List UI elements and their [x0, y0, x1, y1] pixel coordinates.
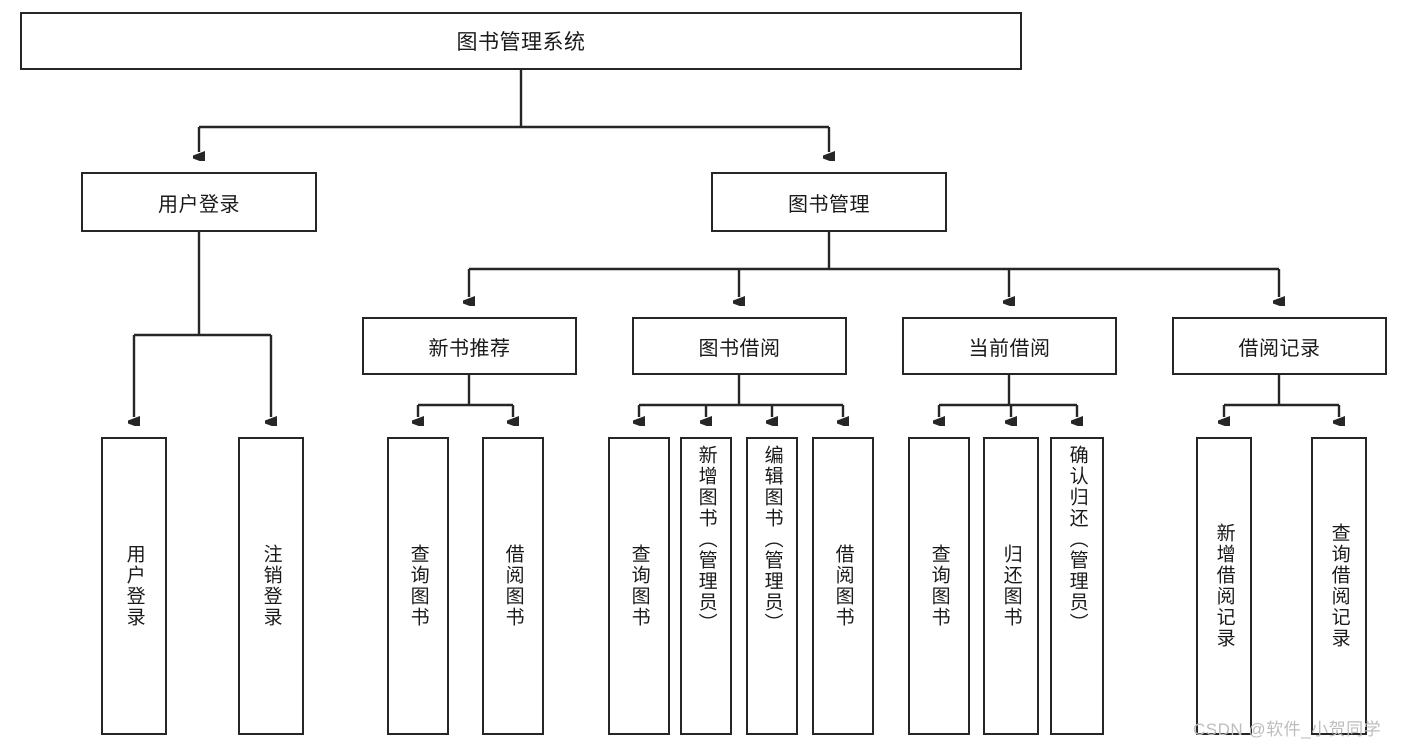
- node-leaf-borrow-book-2[interactable]: 借阅图书: [812, 437, 874, 735]
- node-leaf-query-borrow-record[interactable]: 查询借阅记录: [1311, 437, 1367, 735]
- node-current-borrow-label: 当前借阅: [968, 337, 1051, 360]
- node-root[interactable]: 图书管理系统: [20, 12, 1022, 70]
- node-leaf-query-book-2[interactable]: 查询图书: [608, 437, 670, 735]
- node-borrow-record-label: 借阅记录: [1238, 337, 1321, 360]
- node-leaf-add-borrow-record-label: 新增借阅记录: [1213, 523, 1235, 649]
- node-user-login[interactable]: 用户登录: [81, 172, 317, 232]
- node-leaf-query-book-1[interactable]: 查询图书: [387, 437, 449, 735]
- node-root-label: 图书管理系统: [456, 31, 586, 54]
- node-leaf-edit-book-admin-label: 编辑图书（管理员）: [761, 445, 783, 634]
- node-leaf-confirm-return-admin-label: 确认归还（管理员）: [1066, 445, 1088, 634]
- node-current-borrow[interactable]: 当前借阅: [902, 317, 1117, 375]
- node-leaf-query-book-2-label: 查询图书: [628, 544, 650, 628]
- node-book-management-label: 图书管理: [788, 193, 870, 216]
- node-leaf-borrow-book-1-label: 借阅图书: [502, 544, 524, 628]
- node-leaf-return-book[interactable]: 归还图书: [983, 437, 1039, 735]
- node-leaf-user-login[interactable]: 用户登录: [101, 437, 167, 735]
- node-leaf-borrow-book-1[interactable]: 借阅图书: [482, 437, 544, 735]
- node-leaf-user-login-label: 用户登录: [123, 544, 145, 628]
- node-leaf-query-book-1-label: 查询图书: [407, 544, 429, 628]
- node-user-login-label: 用户登录: [158, 193, 240, 216]
- node-leaf-add-borrow-record[interactable]: 新增借阅记录: [1196, 437, 1252, 735]
- node-new-book-recommend[interactable]: 新书推荐: [362, 317, 577, 375]
- node-leaf-query-borrow-record-label: 查询借阅记录: [1328, 523, 1350, 649]
- node-leaf-query-book-3-label: 查询图书: [928, 544, 950, 628]
- node-leaf-add-book-admin[interactable]: 新增图书（管理员）: [680, 437, 732, 735]
- node-leaf-edit-book-admin[interactable]: 编辑图书（管理员）: [746, 437, 798, 735]
- node-leaf-user-logout-label: 注销登录: [260, 544, 282, 628]
- node-leaf-confirm-return-admin[interactable]: 确认归还（管理员）: [1050, 437, 1104, 735]
- node-borrow-record[interactable]: 借阅记录: [1172, 317, 1387, 375]
- node-leaf-borrow-book-2-label: 借阅图书: [832, 544, 854, 628]
- node-leaf-user-logout[interactable]: 注销登录: [238, 437, 304, 735]
- node-book-borrow[interactable]: 图书借阅: [632, 317, 847, 375]
- node-new-book-recommend-label: 新书推荐: [428, 337, 511, 360]
- node-leaf-return-book-label: 归还图书: [1000, 544, 1022, 628]
- node-book-management[interactable]: 图书管理: [711, 172, 947, 232]
- node-leaf-add-book-admin-label: 新增图书（管理员）: [695, 445, 717, 634]
- node-book-borrow-label: 图书借阅: [698, 337, 781, 360]
- node-leaf-query-book-3[interactable]: 查询图书: [908, 437, 970, 735]
